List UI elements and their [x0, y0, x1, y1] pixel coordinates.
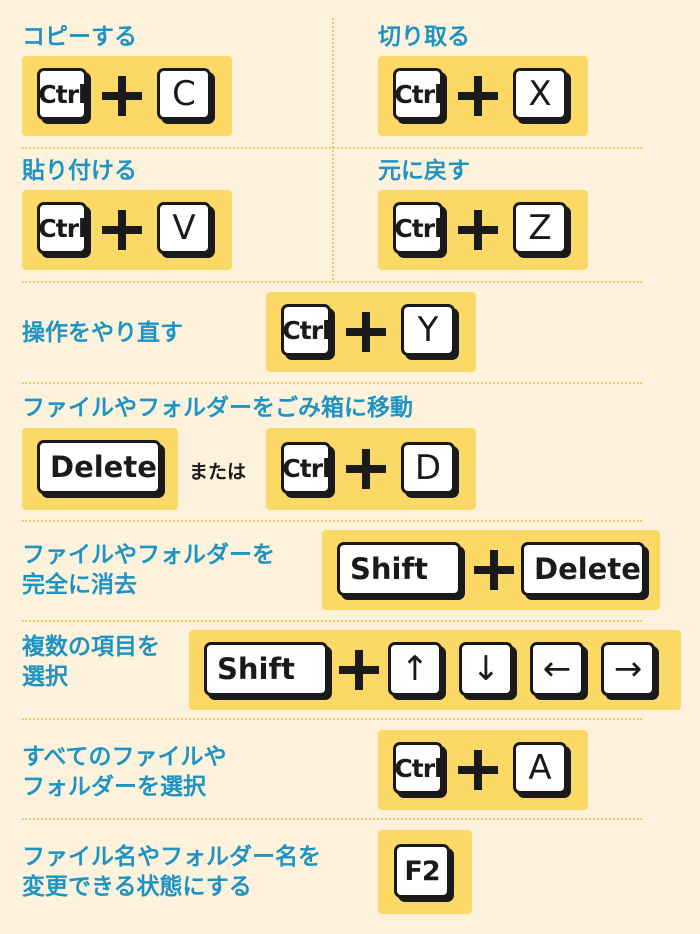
- row-divider: [22, 520, 642, 522]
- or-text: または: [189, 461, 247, 483]
- permanent-delete-shortcut-panel: Shift Delete: [322, 530, 660, 610]
- rename-label: ファイル名やフォルダー名を 変更できる状態にする: [22, 842, 321, 902]
- arrow-up-key: ↑: [388, 642, 442, 696]
- plus-icon: [458, 210, 498, 250]
- copy-shortcut-panel: Ctrl C: [22, 56, 232, 136]
- plus-icon: [102, 76, 142, 116]
- rename-shortcut-panel: F2: [378, 830, 472, 914]
- cut-shortcut-panel: Ctrl X: [378, 56, 588, 136]
- redo-label: 操作をやり直す: [22, 320, 183, 346]
- ctrl-key: Ctrl: [281, 442, 331, 494]
- row-divider: [22, 818, 642, 820]
- copy-label: コピーする: [22, 24, 137, 50]
- plus-icon: [339, 650, 379, 690]
- plus-icon: [474, 550, 514, 590]
- arrow-left-key: ←: [530, 642, 584, 696]
- a-key: A: [513, 742, 567, 794]
- select-all-shortcut-panel: Ctrl A: [378, 730, 588, 810]
- row-divider: [22, 382, 642, 384]
- x-key: X: [513, 68, 567, 120]
- column-divider: [332, 18, 334, 280]
- v-key: V: [157, 202, 211, 254]
- row-divider: [22, 620, 642, 622]
- plus-icon: [346, 312, 386, 352]
- arrow-down-key: ↓: [459, 642, 513, 696]
- delete-key: Delete: [37, 440, 161, 494]
- select-multiple-shortcut-panel: Shift ↑ ↓ ← →: [189, 630, 681, 710]
- z-key: Z: [513, 202, 567, 254]
- row-divider: [22, 281, 642, 283]
- paste-shortcut-panel: Ctrl V: [22, 190, 232, 270]
- y-key: Y: [401, 304, 455, 356]
- cut-label: 切り取る: [378, 24, 470, 50]
- redo-shortcut-panel: Ctrl Y: [266, 292, 476, 372]
- ctrl-key: Ctrl: [37, 202, 87, 254]
- d-key: D: [401, 442, 455, 494]
- plus-icon: [458, 76, 498, 116]
- label-line: ファイル名やフォルダー名を: [22, 844, 321, 870]
- trash-shortcut-panel: Ctrl D: [266, 428, 476, 510]
- ctrl-key: Ctrl: [393, 68, 443, 120]
- label-line: 複数の項目を: [22, 634, 160, 660]
- row-divider: [22, 147, 642, 149]
- plus-icon: [102, 210, 142, 250]
- permanent-delete-label: ファイルやフォルダーを 完全に消去: [22, 540, 275, 600]
- c-key: C: [157, 68, 211, 120]
- shift-key: Shift: [204, 642, 328, 696]
- ctrl-key: Ctrl: [281, 304, 331, 356]
- label-line: 完全に消去: [22, 572, 137, 598]
- undo-label: 元に戻す: [378, 158, 470, 184]
- trash-label: ファイルやフォルダーをごみ箱に移動: [22, 395, 413, 421]
- arrow-right-key: →: [601, 642, 655, 696]
- row-divider: [22, 718, 642, 720]
- ctrl-key: Ctrl: [393, 202, 443, 254]
- ctrl-key: Ctrl: [37, 68, 87, 120]
- select-multiple-label: 複数の項目を 選択: [22, 632, 160, 692]
- undo-shortcut-panel: Ctrl Z: [378, 190, 588, 270]
- label-line: ファイルやフォルダーを: [22, 542, 275, 568]
- label-line: フォルダーを選択: [22, 774, 206, 800]
- paste-label: 貼り付ける: [22, 158, 137, 184]
- shift-key: Shift: [337, 542, 461, 596]
- plus-icon: [458, 750, 498, 790]
- label-line: すべてのファイルや: [22, 744, 227, 770]
- label-line: 変更できる状態にする: [22, 874, 252, 900]
- delete-key: Delete: [521, 542, 645, 596]
- ctrl-key: Ctrl: [393, 742, 443, 794]
- f2-key: F2: [394, 844, 450, 898]
- plus-icon: [346, 449, 386, 489]
- label-line: 選択: [22, 664, 68, 690]
- select-all-label: すべてのファイルや フォルダーを選択: [22, 742, 226, 802]
- delete-shortcut-panel: Delete: [22, 428, 178, 510]
